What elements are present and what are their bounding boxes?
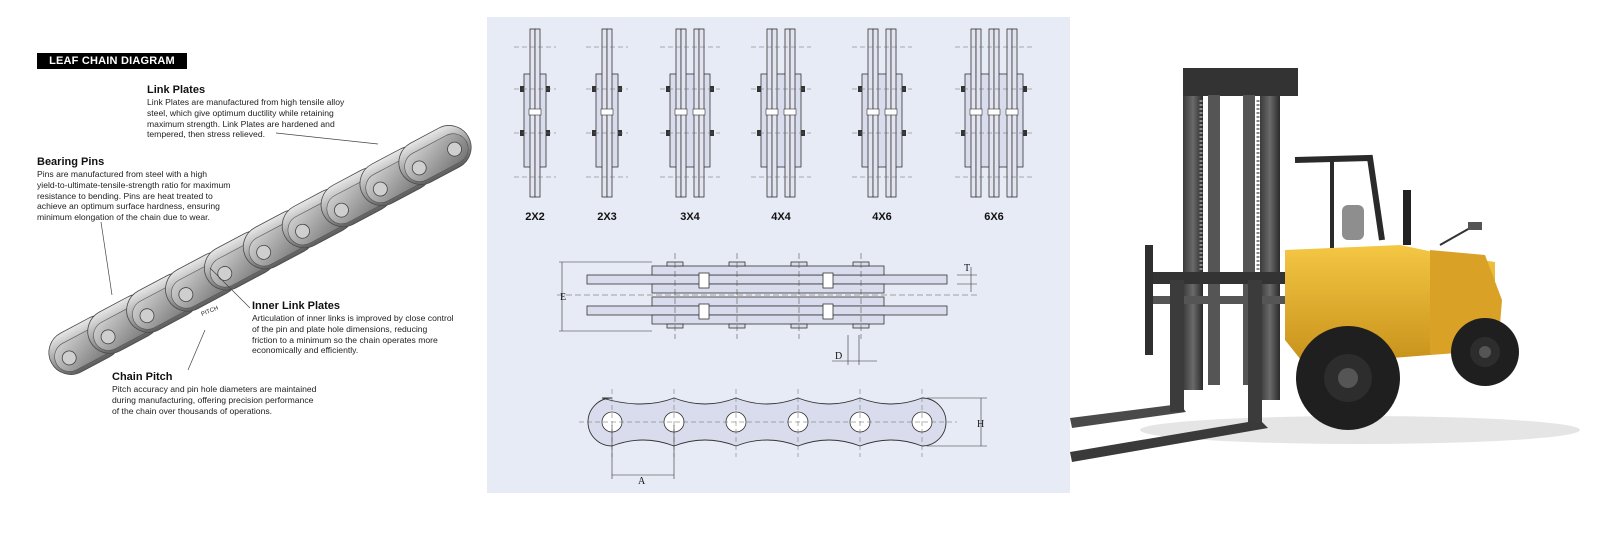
config-label: 4X6 xyxy=(872,211,892,223)
carriage-frame-left xyxy=(1145,245,1153,355)
dimension-h-label: H xyxy=(977,419,984,430)
config-4x4: 4X4 xyxy=(751,28,811,223)
chain-profile-view xyxy=(579,389,957,457)
leader-bearing-pins xyxy=(100,221,113,296)
leaf-chain-illustration: PITCH xyxy=(48,125,472,375)
config-2x2: 2X2 xyxy=(514,28,556,223)
pitch-tag: PITCH xyxy=(201,306,220,318)
overhead-guard xyxy=(1294,154,1385,241)
config-2x3: 2X3 xyxy=(586,28,628,223)
fork-carriage xyxy=(1145,272,1310,284)
mast-top-crossbar xyxy=(1183,68,1298,96)
leaf-chain-diagram-panel: LEAF CHAIN DIAGRAM PITCH Link Plates Lin… xyxy=(0,0,487,550)
inner-link-plates-heading: Inner Link Plates xyxy=(252,300,341,312)
plan-view-dimension-lines xyxy=(559,261,977,365)
fork-shank-right xyxy=(1248,280,1262,422)
dimension-e-label: E xyxy=(560,292,566,303)
config-3x4: 3X4 xyxy=(660,28,720,223)
leader-link-plates xyxy=(275,132,379,145)
mast-left-rail xyxy=(1183,80,1203,390)
fork-shank-left xyxy=(1170,280,1184,412)
bearing-pins-text: Pins are manufactured from steel with a … xyxy=(37,169,231,223)
operator-seat xyxy=(1342,205,1364,240)
chain-link xyxy=(398,125,472,185)
dimension-t-label: T xyxy=(964,263,970,274)
plan-view-centerlines xyxy=(557,253,977,339)
link-plates-text: Link Plates are manufactured from high t… xyxy=(147,97,345,140)
config-label: 3X4 xyxy=(680,211,700,223)
leader-inner-link-plates xyxy=(209,267,251,309)
link-plates-heading: Link Plates xyxy=(147,84,206,96)
profile-dimension-lines xyxy=(611,397,987,479)
config-4x6: 4X6 xyxy=(852,28,912,223)
side-mirror-arm xyxy=(1439,227,1471,246)
leader-chain-pitch xyxy=(187,329,206,371)
carriage-bar xyxy=(1145,296,1310,304)
config-label: 2X3 xyxy=(597,211,617,223)
dimension-a-label: A xyxy=(638,476,646,487)
forklift-illustration xyxy=(1070,68,1580,462)
lacing-configurations: 2X2 2X3 3X4 4X4 4X6 6X6 xyxy=(514,28,1033,223)
rear-wheel xyxy=(1451,318,1519,386)
config-6x6: 6X6 xyxy=(955,28,1033,223)
forklift-photo-panel xyxy=(1070,0,1600,550)
inner-link-plates-text: Articulation of inner links is improved … xyxy=(252,313,454,356)
bearing-pins-heading: Bearing Pins xyxy=(37,156,105,168)
exhaust-pipe xyxy=(1403,190,1411,245)
config-label: 2X2 xyxy=(525,211,545,223)
chain-links xyxy=(48,125,472,375)
chain-dimension-drawing-panel: 2X2 2X3 3X4 4X4 4X6 6X6 xyxy=(487,17,1070,493)
diagram-title: LEAF CHAIN DIAGRAM xyxy=(37,53,187,69)
mast-right-rail xyxy=(1260,80,1280,400)
front-wheel xyxy=(1296,326,1400,430)
config-label: 4X4 xyxy=(771,211,791,223)
chain-pitch-heading: Chain Pitch xyxy=(112,371,173,383)
side-mirror xyxy=(1468,222,1482,230)
chain-pitch-text: Pitch accuracy and pin hole diameters ar… xyxy=(112,384,317,416)
mast-inner-left xyxy=(1208,95,1220,385)
fork-lower xyxy=(1070,420,1268,462)
dimension-d-label: D xyxy=(835,351,842,362)
config-label: 6X6 xyxy=(984,211,1004,223)
fork-upper xyxy=(1070,404,1186,428)
